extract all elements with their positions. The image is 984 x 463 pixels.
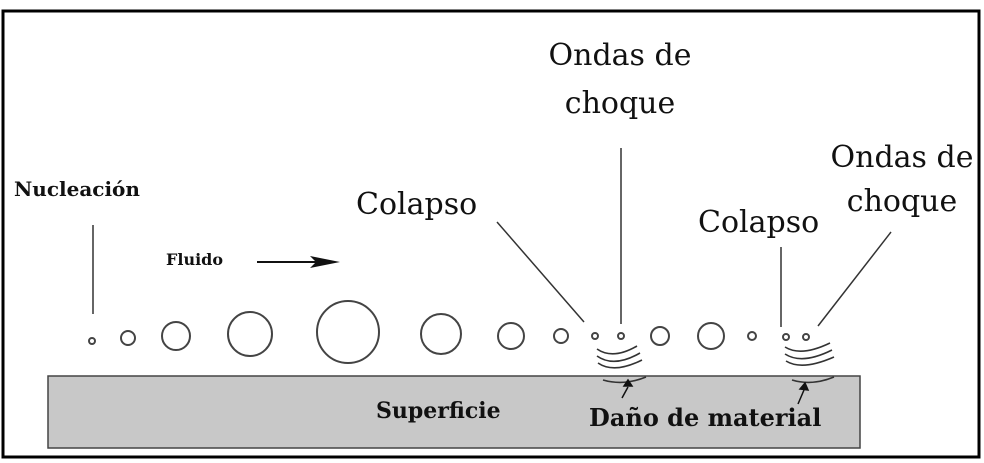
ondas-2-pointer [817,231,892,327]
bubble [650,326,670,346]
damage-arrows [621,378,810,405]
bubble [227,311,273,357]
bubble [782,333,790,341]
bubble [161,321,191,351]
bubble [120,330,136,346]
bubble [617,332,625,340]
label-dano: Daño de material [589,403,822,432]
label-ondas-2-line1: Ondas de [830,140,974,175]
surface-block [47,375,861,449]
shock-waves-2 [784,342,835,384]
bubble [591,332,599,340]
diagram-border [1,9,981,459]
bubble [697,322,725,350]
shock-waves-1 [596,345,647,384]
label-colapso-1: Colapso [356,187,478,222]
label-colapso-2: Colapso [698,205,820,240]
label-fluido: Fluido [166,250,224,269]
bubble [802,333,810,341]
colapso-1-pointer [496,221,585,323]
bubble [316,300,380,364]
fluid-arrow [257,256,340,268]
bubble [88,337,96,345]
bubble [553,328,569,344]
bubble [497,322,525,350]
label-ondas-1-line2: choque [564,86,676,121]
bubble [747,331,757,341]
label-ondas-2: Ondas de choque [822,140,982,220]
bubble-sequence [88,300,810,364]
pointer-lines [92,148,892,327]
label-nucleacion: Nucleación [14,177,140,201]
bubble [420,313,462,355]
label-ondas-1-line1: Ondas de [548,38,692,73]
label-ondas-1: Ondas de choque [520,38,720,122]
label-ondas-2-line2: choque [846,184,958,219]
label-superficie: Superficie [376,398,501,424]
